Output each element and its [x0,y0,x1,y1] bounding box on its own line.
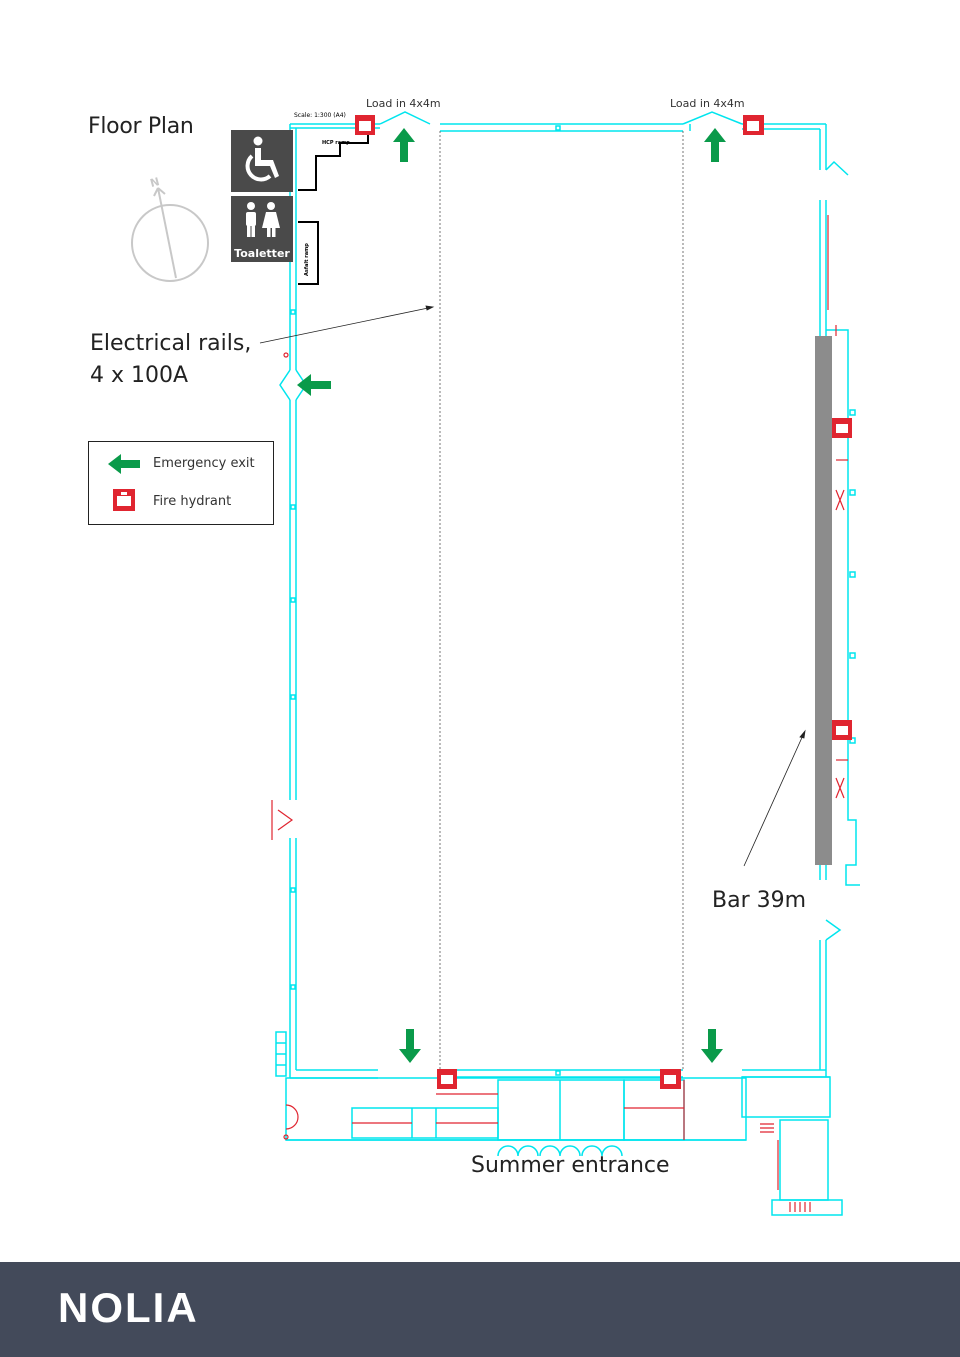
scale-label: Scale: 1:300 (A4) [294,112,346,119]
electrical-rails-line2: 4 x 100A [90,363,189,388]
electrical-rails-label: Electrical rails, 4 x 100A [90,328,251,392]
ramps [298,132,369,285]
exit-arrow-up-icon [704,128,726,162]
fire-hydrant-icon [743,115,764,135]
exit-arrows [297,128,726,1063]
legend: Emergency exit Fire hydrant [88,441,274,525]
north-compass-icon [131,187,209,282]
bar-label: Bar 39m [712,888,807,913]
fire-hydrant-icon [660,1069,681,1089]
emergency-exit-icon [108,454,140,474]
wheelchair-icon [245,136,279,182]
toilets-sign: Toaletter [231,196,293,262]
fire-hydrants [355,115,852,1089]
brand-name: NOLIA [58,1284,199,1331]
legend-emergency-exit-label: Emergency exit [153,456,255,471]
electrical-rails [439,131,684,1070]
summer-entrance-label: Summer entrance [471,1153,670,1178]
legend-fire-hydrant: Fire hydrant [89,487,273,517]
hall-walls [275,111,860,1216]
exit-arrow-down-icon [701,1029,723,1063]
exit-arrow-up-icon [393,128,415,162]
north-label: N [149,175,161,190]
toilets-icon [246,202,280,237]
fire-hydrant-icon [832,720,852,740]
footer [0,1262,960,1357]
asfalt-ramp-label: Asfalt ramp [304,243,310,276]
exit-arrow-left-icon [297,374,331,396]
brand-logo: NOLIA [58,1284,199,1331]
exit-arrow-down-icon [399,1029,421,1063]
toilets-label: Toaletter [234,247,290,260]
fire-hydrant-icon [832,418,852,438]
legend-fire-hydrant-label: Fire hydrant [153,494,232,509]
leader-lines [259,305,806,867]
floor-plan-drawing: N [131,111,860,1216]
bar [815,336,832,865]
hcp-ramp-label: HCP ramp [322,140,350,146]
wheelchair-sign [231,130,293,192]
fire-hydrant-icon [113,489,135,511]
electrical-rails-line1: Electrical rails, [90,331,252,356]
load-in-left-label: Load in 4x4m [366,97,441,110]
red-markings [271,215,848,1212]
fire-hydrant-icon [355,115,375,135]
legend-emergency-exit: Emergency exit [89,449,273,479]
fire-hydrant-icon [437,1069,457,1089]
load-in-right-label: Load in 4x4m [670,97,745,110]
page-title: Floor Plan [88,114,194,139]
